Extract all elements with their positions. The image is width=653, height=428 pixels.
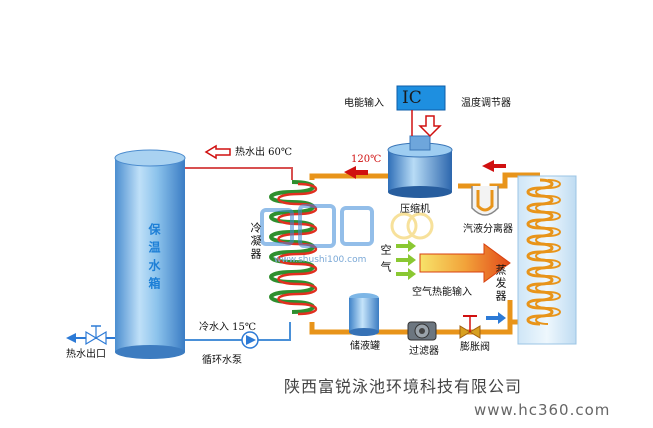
evaporator-label: 蒸发器 xyxy=(494,264,507,303)
power-input-arrow-icon xyxy=(418,115,442,138)
insulated-water-tank xyxy=(114,149,186,359)
cold-water-in-pipe xyxy=(185,322,291,341)
cold-water-in-label: 冷水入 15℃ xyxy=(199,322,257,333)
expansion-valve-icon xyxy=(459,315,481,339)
filter-icon xyxy=(407,321,437,341)
circulation-pump-icon xyxy=(241,331,259,349)
tank-label: 保温水箱 xyxy=(147,223,161,295)
temp-120-label: 120℃ xyxy=(351,154,382,165)
separator-inlet-arrow-icon xyxy=(482,160,506,172)
air-label: 空气 xyxy=(379,244,392,278)
hot-water-out-label: 热水出 60℃ xyxy=(235,147,293,158)
compressor-label: 压缩机 xyxy=(400,204,430,215)
liquid-receiver-tank xyxy=(349,293,379,336)
evaporator xyxy=(517,175,577,345)
watermark-url: www.shushi100.com xyxy=(274,255,367,265)
air-heat-input-arrows xyxy=(396,240,416,280)
circulation-pump-label: 循环水泵 xyxy=(202,355,242,366)
temp-controller-label: 温度调节器 xyxy=(461,98,511,109)
hot-water-outlet-valve-icon xyxy=(66,325,115,346)
hot-water-outlet-label: 热水出口 xyxy=(66,349,106,360)
refrigerant-flow-arrow-icon xyxy=(344,166,368,179)
gas-liquid-separator-label: 汽液分离器 xyxy=(463,224,513,235)
gas-liquid-separator xyxy=(471,186,499,216)
filter-label: 过滤器 xyxy=(409,346,439,357)
website-url: www.hc360.com xyxy=(474,401,611,419)
condenser-label: 冷凝器 xyxy=(249,222,262,261)
company-name: 陕西富锐泳池环境科技有限公司 xyxy=(284,377,523,396)
compressor xyxy=(387,135,453,198)
power-input-label: 电能输入 xyxy=(344,98,384,109)
air-heat-big-arrow-icon xyxy=(419,243,511,283)
expansion-valve-label: 膨胀阀 xyxy=(460,342,490,353)
ic-label: IC xyxy=(402,88,422,108)
evaporator-inlet-arrow-icon xyxy=(486,312,506,324)
hot-water-out-pipe xyxy=(185,167,293,180)
ic-controller-box xyxy=(396,85,446,136)
hot-water-out-arrow-icon xyxy=(204,144,231,160)
watermark-logo xyxy=(260,204,434,248)
receiver-label: 储液罐 xyxy=(350,341,380,352)
air-heat-input-label: 空气热能输入 xyxy=(412,287,472,298)
